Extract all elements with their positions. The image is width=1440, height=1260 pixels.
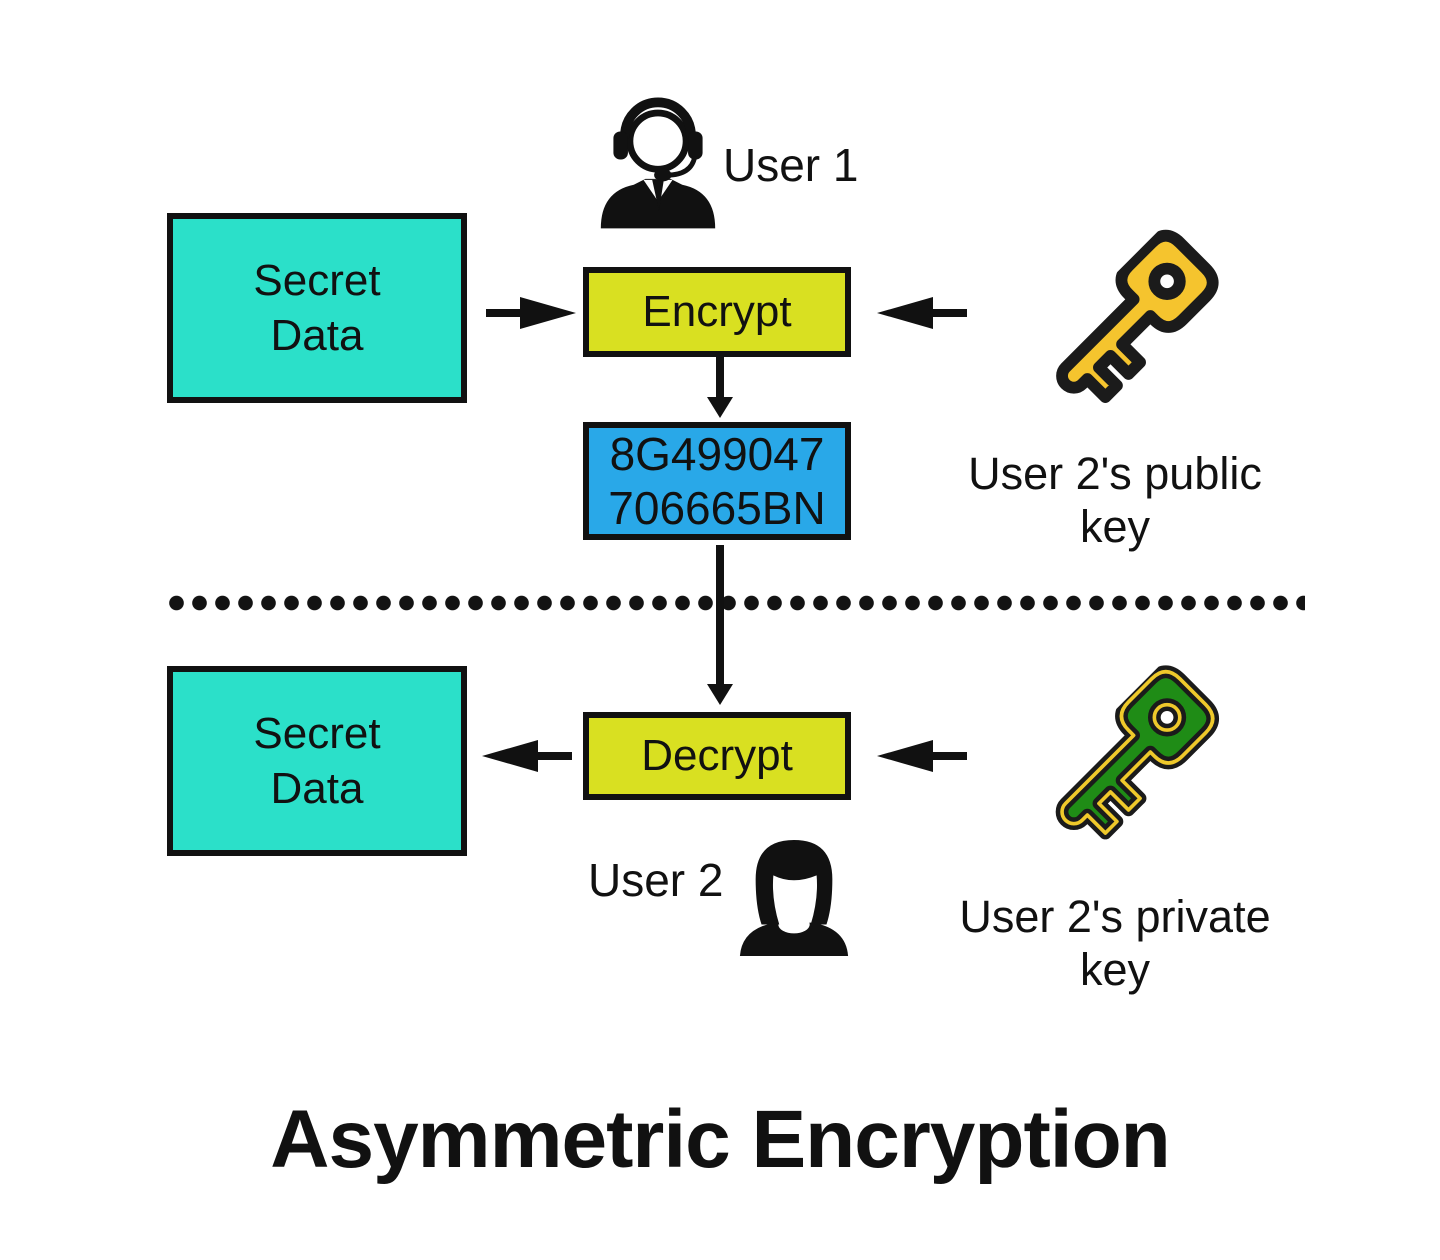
secret-data-bottom-line1: Secret [253,709,381,758]
private-key-label-line2: private key [1079,891,1271,996]
public-key-label: User 2's public key [955,447,1275,553]
public-key-label-line1: User 2's [968,448,1132,499]
public-key-icon [1028,222,1238,432]
encrypt-label: Encrypt [642,287,792,336]
secret-data-box-bottom: Secret Data [167,666,467,856]
arrow-down-long-icon [702,545,738,707]
arrow-left-icon [480,737,572,775]
arrow-left-icon [875,737,967,775]
user1-headset-icon [595,90,721,237]
arrow-right-icon [486,294,578,332]
public-key-label-line2: public key [1079,448,1262,553]
user2-label: User 2 [588,854,724,906]
dotted-divider [165,595,1305,611]
user2-avatar-icon [730,838,858,961]
arrow-down-icon [702,357,738,420]
private-key-label: User 2's private key [950,890,1280,996]
ciphertext-line1: 8G499047 [609,427,825,480]
user1-label: User 1 [723,139,859,191]
secret-data-box-top: Secret Data [167,213,467,403]
diagram-title: Asymmetric Encryption [270,1094,1171,1185]
secret-data-bottom-line2: Data [270,764,364,813]
decrypt-box: Decrypt [583,712,851,800]
encrypt-box: Encrypt [583,267,851,357]
ciphertext-box: 8G499047 706665BN [583,422,851,540]
private-key-label-line1: User 2's [959,891,1124,942]
decrypt-label: Decrypt [641,731,793,780]
secret-data-top-line1: Secret [253,256,381,305]
private-key-icon [1028,658,1238,868]
secret-data-top-line2: Data [270,311,364,360]
ciphertext-line2: 706665BN [608,482,826,534]
arrow-left-icon [875,294,967,332]
